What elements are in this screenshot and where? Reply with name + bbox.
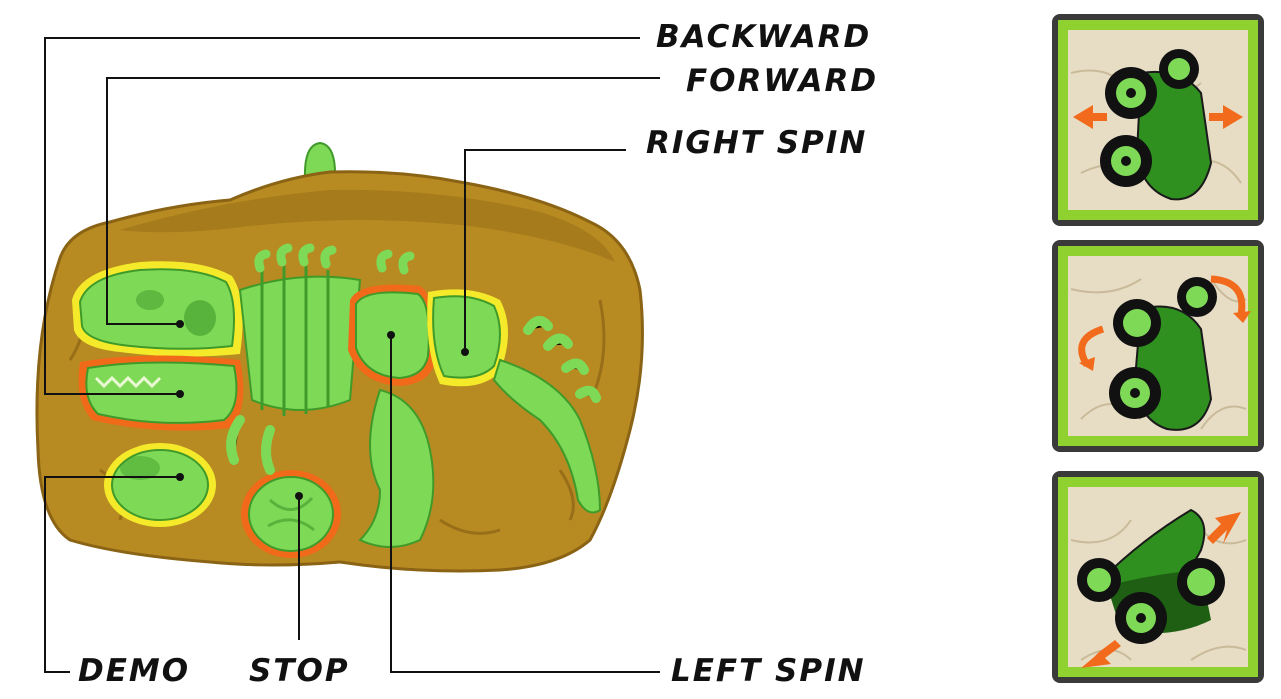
panel-diagonal <box>1052 471 1264 683</box>
demo-button[interactable] <box>104 443 216 527</box>
leader-forward <box>106 77 660 325</box>
forward-label: FORWARD <box>686 63 879 99</box>
leader-right-spin <box>464 149 626 352</box>
forward-button[interactable] <box>72 261 243 357</box>
body-ridge <box>120 189 615 262</box>
right-spin-button[interactable] <box>427 289 508 387</box>
right-spin-label: RIGHT SPIN <box>646 125 868 161</box>
leader-left-spin <box>390 335 660 673</box>
leader-lines <box>44 37 660 673</box>
backward-label: BACKWARD <box>656 19 872 55</box>
car-diagonal-arrows-icon <box>1077 508 1241 668</box>
leader-demo <box>44 476 180 673</box>
stop-button[interactable] <box>241 470 341 558</box>
leader-backward <box>44 37 640 395</box>
stop-label: STOP <box>249 653 350 689</box>
car-spin-arrows-icon <box>1078 275 1251 431</box>
rib-cage <box>238 243 415 416</box>
leader-dots <box>176 320 469 500</box>
panel-spin <box>1052 240 1264 452</box>
left-spin-label: LEFT SPIN <box>671 653 866 689</box>
leg-tail <box>226 315 602 548</box>
antenna <box>303 141 337 179</box>
demo-label: DEMO <box>78 653 191 689</box>
panel-sideways <box>1052 14 1264 226</box>
car-sideways-arrows-icon <box>1073 49 1243 201</box>
